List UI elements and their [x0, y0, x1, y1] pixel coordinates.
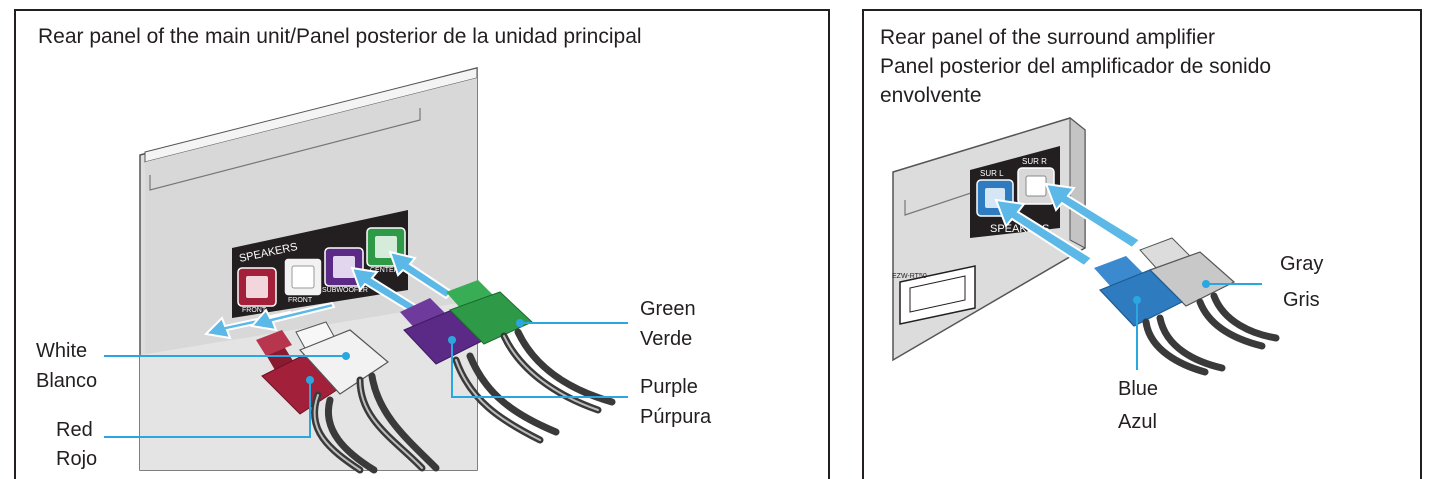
jack-front-white	[283, 257, 323, 297]
label-gray-en: Gray	[1280, 253, 1324, 275]
surround-title-line1: Rear panel of the surround amplifier	[880, 26, 1216, 49]
surround-title-line3: envolvente	[880, 84, 982, 107]
insertion-arrows-left	[203, 250, 454, 340]
leader-lines-left	[104, 319, 628, 438]
port-label: EZW-RT50	[892, 273, 927, 280]
label-white-en: White	[36, 340, 88, 362]
label-green-en: Green	[640, 298, 696, 320]
cables-right	[1142, 292, 1280, 376]
connector-blue	[1094, 256, 1184, 327]
jack-label-sur-r: SUR R	[1022, 157, 1047, 166]
label-red-en: Red	[56, 419, 93, 441]
label-white-es: Blanco	[36, 370, 98, 392]
jack-label-front-1: FRONT	[242, 307, 267, 314]
leader-red	[104, 380, 311, 438]
leader-purple	[451, 340, 628, 398]
jack-label-subwoofer: SUBWOOFER	[322, 287, 368, 294]
label-green-es: Verde	[640, 328, 693, 350]
ezw-port: EZW-RT50	[892, 265, 976, 325]
surround-panel-title: Rear panel of the surround amplifier Pan…	[880, 23, 1271, 110]
jack-label-sur-l: SUR L	[980, 169, 1004, 178]
jack-subwoofer-purple	[324, 247, 364, 287]
jack-label-front-2: FRONT	[288, 297, 313, 304]
jack-label-center: CENTER	[370, 267, 399, 274]
connector-white	[295, 321, 389, 395]
surround-title-line2: Panel posterior del amplificador de soni…	[880, 55, 1272, 78]
label-purple-es: Púrpura	[640, 406, 712, 428]
leader-lines-right	[1133, 280, 1262, 370]
label-blue-en: Blue	[1118, 378, 1159, 400]
insertion-arrows-right	[994, 182, 1142, 268]
label-purple-en: Purple	[640, 376, 698, 398]
main-panel-title: Rear panel of the main unit/Panel poster…	[38, 25, 642, 48]
connector-gray	[1139, 237, 1236, 307]
jack-front-red	[237, 267, 277, 307]
label-red-es: Rojo	[56, 448, 98, 470]
surround-amplifier-chassis: SUR L SUR R SPEAKERS EZW-RT50	[892, 116, 1086, 362]
label-blue-es: Azul	[1118, 411, 1157, 433]
label-gray-es: Gris	[1283, 289, 1320, 311]
speaker-terminal-strip: SPEAKERS FRONT FRONT SUBWOOFER CENTER	[232, 210, 408, 318]
